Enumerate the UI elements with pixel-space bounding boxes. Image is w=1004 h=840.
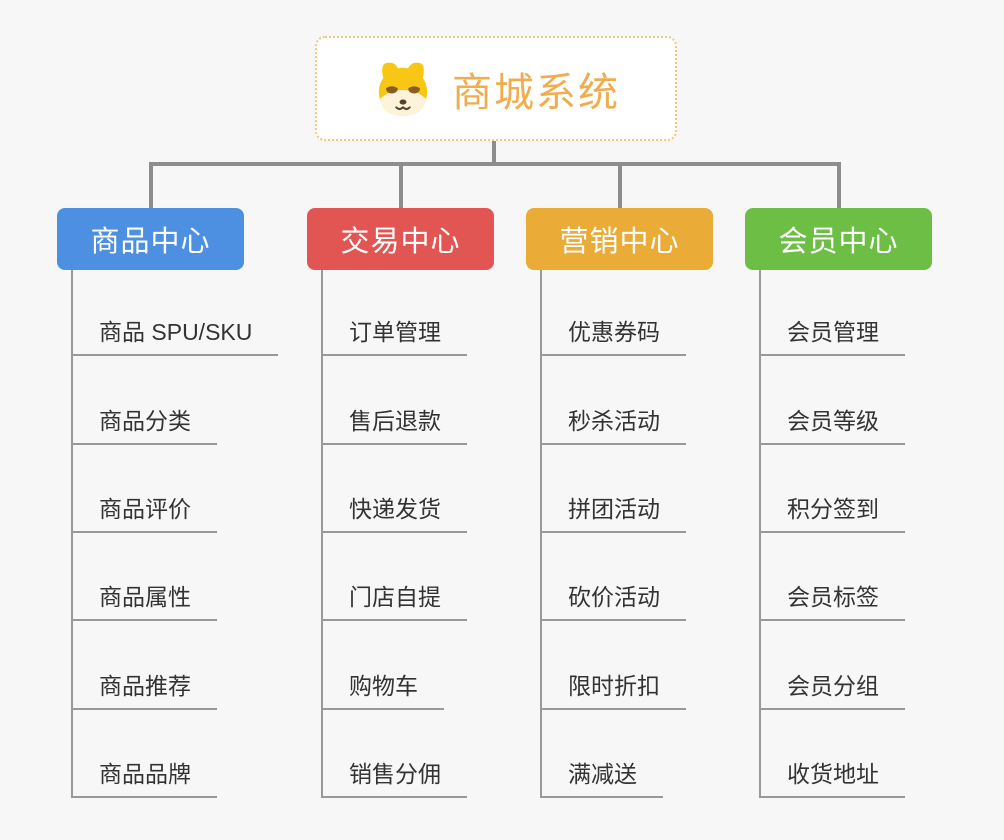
leaf-label: 会员等级 bbox=[787, 408, 879, 434]
branch-drop-connector bbox=[398, 162, 403, 208]
leaf-node-marketing-center-3[interactable]: 砍价活动 bbox=[540, 582, 686, 621]
leaf-label: 积分签到 bbox=[787, 496, 879, 522]
leaf-label: 收货地址 bbox=[787, 761, 879, 787]
leaf-node-member-center-4[interactable]: 会员分组 bbox=[759, 671, 905, 710]
leaf-label: 满减送 bbox=[568, 761, 637, 787]
root-node[interactable]: 商城系统 bbox=[315, 36, 677, 141]
leaf-label: 限时折扣 bbox=[568, 673, 660, 699]
leaf-node-marketing-center-4[interactable]: 限时折扣 bbox=[540, 671, 686, 710]
root-node-label: 商城系统 bbox=[452, 70, 620, 115]
leaf-node-trade-center-5[interactable]: 销售分佣 bbox=[321, 759, 467, 798]
leaf-node-member-center-2[interactable]: 积分签到 bbox=[759, 494, 905, 533]
trunk-connector-marketing-center bbox=[540, 270, 542, 798]
leaf-label: 商品推荐 bbox=[99, 673, 191, 699]
branch-label-product-center: 商品中心 bbox=[90, 226, 211, 258]
dog-logo-icon bbox=[378, 62, 428, 116]
trunk-connector-product-center bbox=[71, 270, 73, 798]
branch-label-member-center: 会员中心 bbox=[778, 226, 899, 258]
branch-node-marketing-center[interactable]: 营销中心 bbox=[526, 208, 713, 270]
leaf-node-marketing-center-1[interactable]: 秒杀活动 bbox=[540, 406, 686, 445]
branch-drop-connector bbox=[836, 162, 841, 208]
branch-drop-connector bbox=[617, 162, 622, 208]
leaf-label: 会员管理 bbox=[787, 319, 879, 345]
leaf-node-product-center-0[interactable]: 商品 SPU/SKU bbox=[71, 317, 279, 356]
leaf-node-product-center-3[interactable]: 商品属性 bbox=[71, 582, 217, 621]
leaf-label: 优惠券码 bbox=[568, 319, 660, 345]
leaf-node-product-center-4[interactable]: 商品推荐 bbox=[71, 671, 217, 710]
trunk-connector-trade-center bbox=[321, 270, 323, 798]
branch-rail-connector bbox=[148, 162, 841, 166]
leaf-label: 快递发货 bbox=[349, 496, 441, 522]
leaf-node-trade-center-0[interactable]: 订单管理 bbox=[321, 317, 467, 356]
leaf-node-trade-center-4[interactable]: 购物车 bbox=[321, 671, 444, 710]
leaf-label: 销售分佣 bbox=[349, 761, 441, 787]
leaf-label: 订单管理 bbox=[349, 319, 441, 345]
leaf-node-marketing-center-2[interactable]: 拼团活动 bbox=[540, 494, 686, 533]
leaf-label: 商品品牌 bbox=[99, 761, 191, 787]
leaf-node-member-center-1[interactable]: 会员等级 bbox=[759, 406, 905, 445]
leaf-label: 秒杀活动 bbox=[568, 408, 660, 434]
branch-drop-connector bbox=[148, 162, 153, 208]
branch-node-trade-center[interactable]: 交易中心 bbox=[307, 208, 494, 270]
leaf-node-member-center-3[interactable]: 会员标签 bbox=[759, 582, 905, 621]
leaf-label: 拼团活动 bbox=[568, 496, 660, 522]
leaf-node-product-center-5[interactable]: 商品品牌 bbox=[71, 759, 217, 798]
leaf-node-member-center-5[interactable]: 收货地址 bbox=[759, 759, 905, 798]
leaf-label: 购物车 bbox=[349, 673, 418, 699]
branch-node-product-center[interactable]: 商品中心 bbox=[57, 208, 244, 270]
branch-node-member-center[interactable]: 会员中心 bbox=[745, 208, 932, 270]
leaf-node-member-center-0[interactable]: 会员管理 bbox=[759, 317, 905, 356]
leaf-label: 商品分类 bbox=[99, 408, 191, 434]
root-stem-connector bbox=[492, 141, 496, 166]
branch-label-marketing-center: 营销中心 bbox=[559, 226, 680, 258]
branch-label-trade-center: 交易中心 bbox=[340, 226, 461, 258]
leaf-label: 商品 SPU/SKU bbox=[99, 319, 253, 345]
leaf-node-trade-center-2[interactable]: 快递发货 bbox=[321, 494, 467, 533]
leaf-label: 商品属性 bbox=[99, 584, 191, 610]
leaf-label: 会员分组 bbox=[787, 673, 879, 699]
leaf-label: 会员标签 bbox=[787, 584, 879, 610]
leaf-node-marketing-center-5[interactable]: 满减送 bbox=[540, 759, 663, 798]
leaf-label: 商品评价 bbox=[99, 496, 191, 522]
leaf-node-trade-center-1[interactable]: 售后退款 bbox=[321, 406, 467, 445]
trunk-connector-member-center bbox=[759, 270, 761, 798]
leaf-node-product-center-2[interactable]: 商品评价 bbox=[71, 494, 217, 533]
leaf-label: 门店自提 bbox=[349, 584, 441, 610]
leaf-label: 售后退款 bbox=[349, 408, 441, 434]
leaf-label: 砍价活动 bbox=[568, 584, 660, 610]
leaf-node-product-center-1[interactable]: 商品分类 bbox=[71, 406, 217, 445]
leaf-node-marketing-center-0[interactable]: 优惠券码 bbox=[540, 317, 686, 356]
leaf-node-trade-center-3[interactable]: 门店自提 bbox=[321, 582, 467, 621]
